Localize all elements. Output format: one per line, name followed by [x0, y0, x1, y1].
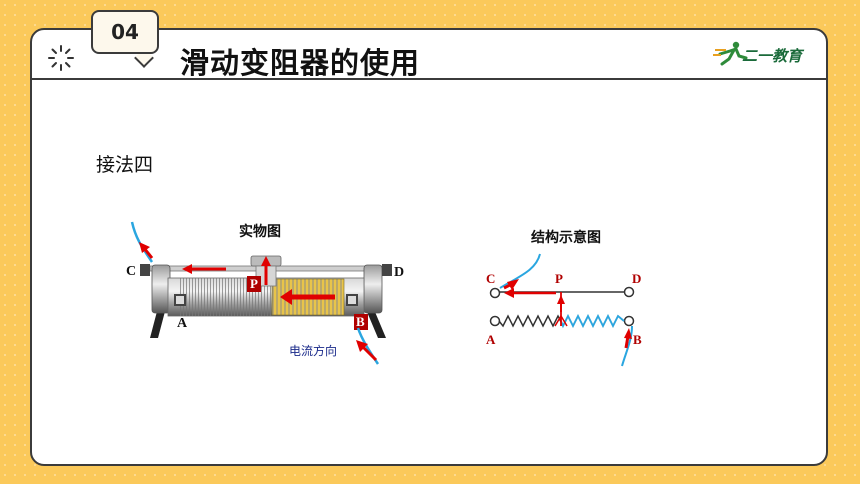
photo-terminal-c: C [126, 264, 137, 279]
sun-burst-icon [48, 45, 74, 71]
section-number-badge: 04 [91, 10, 159, 54]
connection-method-label: 接法四 [96, 154, 154, 176]
node-c [489, 287, 501, 299]
current-direction-label: 电流方向 [289, 344, 338, 358]
runner-logo-icon [713, 41, 748, 66]
schematic-terminal-a: A [486, 332, 496, 347]
b-label-box [354, 314, 368, 330]
schematic-terminal-c: C [486, 271, 496, 286]
photo-terminal-p: P [250, 276, 258, 291]
schematic-wire-c [499, 253, 541, 289]
header-divider [30, 78, 828, 80]
schematic-terminal-b: B [633, 332, 642, 347]
photo-terminal-d: D [394, 265, 405, 280]
terminal-d-screw [382, 264, 392, 276]
node-b [623, 315, 635, 327]
node-a [489, 315, 501, 327]
content-card [30, 28, 828, 466]
photo-terminal-b: B [356, 314, 365, 329]
page-title: 滑动变阻器的使用 [180, 46, 421, 80]
schematic-wire-b [621, 325, 633, 367]
schematic-caption: 结构示意图 [531, 230, 601, 246]
photo-caption: 实物图 [239, 224, 281, 240]
photo-terminal-a: A [177, 316, 188, 331]
schematic-terminal-p: P [555, 271, 563, 286]
schematic-terminal-d: D [632, 271, 642, 286]
wire-b [356, 327, 380, 365]
active-resistor-segment [560, 313, 625, 329]
p-label-box [247, 276, 261, 292]
node-d [623, 286, 635, 298]
logo-text: 二一教育 [742, 47, 803, 65]
terminal-c-screw [140, 264, 150, 276]
